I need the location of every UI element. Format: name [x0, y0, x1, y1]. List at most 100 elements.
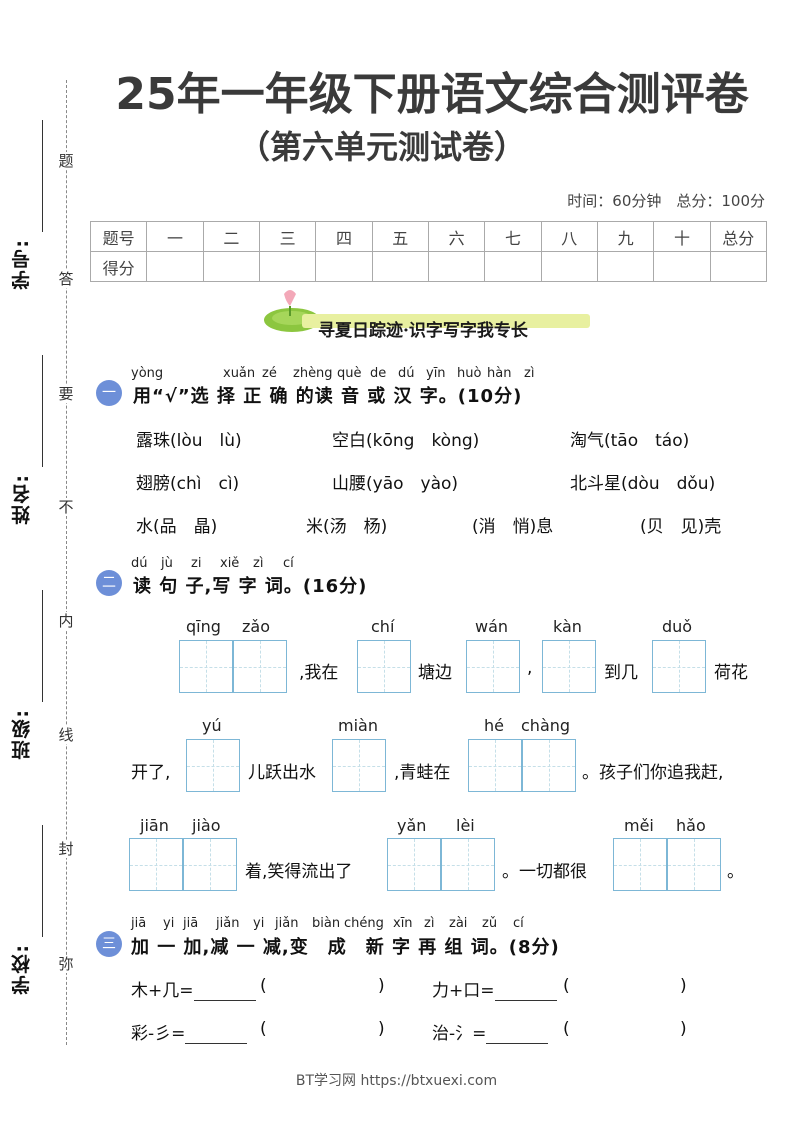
binding-char: 内 — [57, 612, 75, 630]
paren-close: ) — [378, 976, 385, 996]
score-cell[interactable] — [427, 251, 486, 282]
score-cell[interactable] — [484, 251, 542, 282]
score-cell[interactable] — [258, 251, 317, 282]
pinyin: jiào — [192, 816, 221, 835]
answer-blank[interactable] — [486, 1028, 549, 1044]
score-cell[interactable] — [653, 251, 711, 282]
binding-char: 弥 — [57, 955, 75, 973]
char-box[interactable] — [468, 739, 522, 792]
char-box[interactable] — [357, 640, 411, 693]
pinyin: xuǎn — [223, 366, 256, 381]
paren-close: ) — [680, 976, 687, 996]
footer-watermark: BT学习网 https://btxuexi.com — [295, 1073, 498, 1089]
pinyin: chàng — [521, 716, 571, 735]
banner-text: 寻夏日踪迹·识字写字我专长 — [318, 321, 528, 341]
name-field[interactable]: 姓名: — [8, 355, 48, 535]
q1-item[interactable]: 露珠(lòu lù) — [136, 431, 242, 451]
paren-open: ( — [563, 976, 570, 996]
equation-row: 治-氵= — [432, 1019, 549, 1044]
char-box[interactable] — [652, 640, 706, 693]
sentence-text: , — [527, 658, 533, 678]
pinyin: zǎo — [242, 617, 270, 636]
pinyin: zǔ — [482, 916, 498, 931]
answer-blank[interactable] — [185, 1028, 248, 1044]
name-line[interactable] — [42, 355, 43, 467]
school-field[interactable]: 学校: — [8, 825, 48, 1005]
q1-item[interactable]: 淘气(tāo táo) — [570, 431, 690, 451]
score-table: 题号 一 二 三 四 五 六 七 八 九 十 总分 得分 — [89, 221, 768, 282]
paren-open: ( — [563, 1019, 570, 1039]
score-header-cell: 十 — [653, 221, 711, 252]
class-line[interactable] — [42, 590, 43, 702]
q1-item[interactable]: 米(汤 杨) — [306, 517, 388, 537]
score-header-cell: 五 — [371, 221, 429, 252]
pinyin: jiǎn — [216, 916, 240, 931]
section3-instruction: 加 一 加,减 一 减,变 成 新 字 再 组 词。(8分) — [131, 937, 560, 958]
pinyin: de — [370, 366, 387, 381]
char-box[interactable] — [441, 838, 495, 891]
sentence-text: 荷花 — [714, 663, 748, 683]
section2-badge: 二 — [96, 570, 122, 596]
char-box[interactable] — [129, 838, 183, 891]
pinyin: xiě — [220, 556, 240, 571]
answer-blank[interactable] — [193, 985, 256, 1001]
q1-item[interactable]: 空白(kōng kòng) — [332, 431, 480, 451]
char-box[interactable] — [613, 838, 667, 891]
pinyin: zhèng — [293, 366, 333, 381]
char-box[interactable] — [332, 739, 386, 792]
binding-char: 要 — [57, 385, 75, 403]
char-box[interactable] — [179, 640, 233, 693]
q1-item[interactable]: 翅膀(chì cì) — [136, 474, 240, 494]
section3-badge: 三 — [96, 931, 122, 957]
sentence-text: 。孩子们你追我赶, — [582, 763, 724, 783]
q1-item[interactable]: 山腰(yāo yào) — [332, 474, 459, 494]
class-field[interactable]: 班级: — [8, 590, 48, 770]
binding-char: 题 — [57, 152, 75, 170]
score-cell[interactable] — [540, 251, 598, 282]
paren-open: ( — [260, 976, 267, 996]
pinyin: cí — [513, 916, 524, 931]
char-box[interactable] — [542, 640, 596, 693]
answer-blank[interactable] — [494, 985, 557, 1001]
pinyin: yǎn — [397, 816, 427, 835]
q1-item[interactable]: (消 悄)息 — [472, 517, 554, 537]
class-label: 班级: — [11, 708, 33, 760]
binding-dashed-line — [66, 80, 67, 1045]
char-box[interactable] — [466, 640, 520, 693]
q1-item[interactable]: 北斗星(dòu dǒu) — [570, 474, 716, 494]
pinyin: dú — [131, 556, 148, 571]
sentence-text: 。一切都很 — [502, 862, 587, 882]
binding-char: 不 — [57, 498, 75, 516]
score-cell[interactable] — [371, 251, 429, 282]
score-header-cell: 一 — [146, 221, 204, 252]
pinyin: yi — [253, 916, 265, 931]
pinyin: jù — [161, 556, 173, 571]
equation-row: 彩-彡= — [131, 1019, 248, 1044]
student-id-field[interactable]: 学号: — [8, 120, 48, 300]
section1-instruction: 用“√”选 择 正 确 的读 音 或 汉 字。(10分) — [133, 386, 523, 407]
score-cell[interactable] — [709, 251, 768, 282]
q1-item[interactable]: 水(品 晶) — [136, 517, 218, 537]
char-box[interactable] — [233, 640, 287, 693]
char-box[interactable] — [522, 739, 576, 792]
score-cell[interactable] — [146, 251, 204, 282]
sentence-text: 塘边 — [418, 663, 452, 683]
score-cell[interactable] — [596, 251, 655, 282]
char-box[interactable] — [387, 838, 441, 891]
score-header-cell: 总分 — [709, 221, 768, 252]
pinyin: yīn — [426, 366, 446, 381]
q1-item[interactable]: (贝 见)壳 — [640, 517, 722, 537]
pinyin: yú — [202, 716, 222, 735]
char-box[interactable] — [667, 838, 721, 891]
char-box[interactable] — [183, 838, 237, 891]
score-cell[interactable] — [202, 251, 260, 282]
score-header-cell: 三 — [258, 221, 317, 252]
score-cell[interactable] — [315, 251, 373, 282]
sentence-text: 开了, — [131, 763, 171, 783]
school-line[interactable] — [42, 825, 43, 937]
char-box[interactable] — [186, 739, 240, 792]
student-id-line[interactable] — [42, 120, 43, 232]
pinyin: jiā — [183, 916, 199, 931]
score-header-cell: 六 — [427, 221, 486, 252]
pinyin: zì — [524, 366, 535, 381]
